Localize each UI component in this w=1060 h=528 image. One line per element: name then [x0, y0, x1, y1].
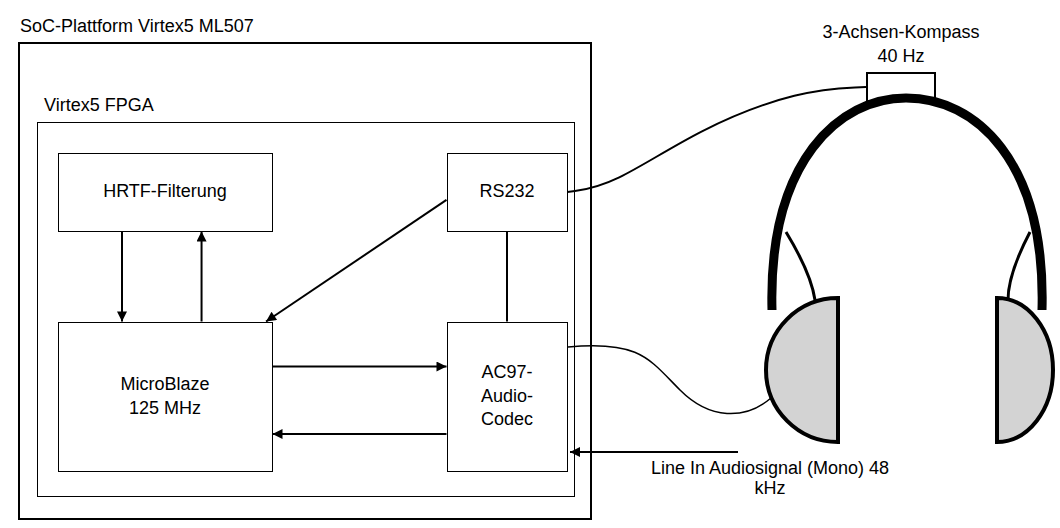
box-label: MicroBlaze 125 MHz — [110, 373, 220, 420]
node-heading: Virtex5 FPGA — [44, 94, 154, 117]
fpga-chip: HRTF-Filterung RS232MicroBlaze 125 MHz AC9… — [37, 122, 575, 497]
box-label: RS232 — [479, 180, 534, 203]
box-label: HRTF-Filterung — [103, 180, 227, 203]
audio-cable — [568, 346, 771, 414]
platform-board: HRTF-Filterung RS232MicroBlaze 125 MHz AC9… — [18, 42, 592, 520]
serial-cable — [568, 87, 867, 192]
ear-cup — [997, 298, 1053, 442]
box-label: AC97- Audio- Codec — [467, 361, 547, 431]
input-label: Line In Audiosignal (Mono) 48 kHz — [650, 458, 890, 498]
interface-box: RS232 — [447, 153, 568, 232]
signal-arrow — [273, 433, 447, 435]
ear-cup — [766, 298, 838, 442]
codec-box: AC97- Audio- Codec — [447, 322, 568, 472]
headband — [772, 98, 1042, 310]
compass-sensor: 3-Achsen-Kompass 40 Hz — [866, 72, 936, 102]
headband-hanger — [1008, 232, 1030, 300]
signal-arrow — [121, 232, 123, 322]
line-in-arrow — [570, 451, 738, 453]
node-heading: SoC-Plattform Virtex5 ML507 — [20, 15, 254, 38]
processor-box: MicroBlaze 125 MHz — [58, 322, 273, 472]
node-heading: 3-Achsen-Kompass 40 Hz — [816, 21, 986, 68]
headband-hanger — [786, 232, 815, 300]
signal-arrow — [201, 232, 203, 322]
bus-line — [506, 232, 508, 322]
process-box: HRTF-Filterung — [58, 153, 273, 232]
signal-arrow — [266, 200, 446, 322]
signal-arrow — [273, 366, 447, 368]
